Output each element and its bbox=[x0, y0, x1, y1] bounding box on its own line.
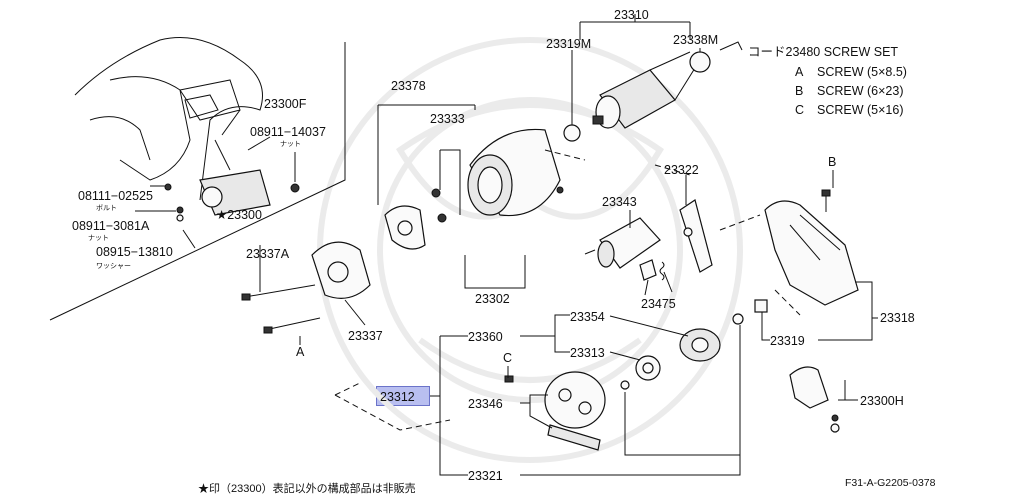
label-23354: 23354 bbox=[570, 310, 605, 324]
leader-lines bbox=[135, 14, 878, 476]
bushing-23319 bbox=[754, 299, 768, 313]
screw-set-desc-b: SCREW (6×23) bbox=[817, 84, 903, 98]
screw-set-key-a: A bbox=[795, 65, 804, 79]
label-23322: 23322 bbox=[664, 163, 699, 177]
label-23312: 23312 bbox=[380, 390, 415, 404]
label-23475: 23475 bbox=[641, 297, 676, 311]
label-23319M: 23319M bbox=[546, 37, 591, 51]
label-08911-14037: 08911−14037 bbox=[250, 125, 326, 139]
end-frame-23337 bbox=[241, 241, 371, 334]
sublabel-bolt: ボルト bbox=[96, 204, 117, 212]
part-labels: 23310 23319M 23338M 23378 23333 23300F 0… bbox=[72, 8, 915, 483]
callout-c: C bbox=[503, 351, 512, 365]
plate-23378 bbox=[384, 188, 447, 250]
cover-23300H bbox=[789, 366, 840, 433]
washer-23338M bbox=[689, 51, 711, 73]
footnote: ★印（23300）表記以外の構成部品は非販売 bbox=[198, 481, 416, 495]
lever-23322 bbox=[679, 199, 713, 273]
label-23319: 23319 bbox=[770, 334, 805, 348]
label-23318: 23318 bbox=[880, 311, 915, 325]
screw-set-desc-c: SCREW (5×16) bbox=[817, 103, 903, 117]
label-23313: 23313 bbox=[570, 346, 605, 360]
label-08915-13810: 08915−13810 bbox=[96, 245, 173, 259]
label-23343: 23343 bbox=[602, 195, 637, 209]
sublabel-washer: ワッシャー bbox=[96, 262, 131, 270]
label-23300H: 23300H bbox=[860, 394, 904, 408]
label-23310: 23310 bbox=[614, 8, 649, 22]
inset-border bbox=[49, 42, 346, 321]
callout-b: B bbox=[828, 155, 836, 169]
spring-23475 bbox=[639, 259, 665, 281]
washer-23319M bbox=[563, 124, 581, 142]
label-23300F: 23300F bbox=[264, 97, 307, 111]
screw-set-legend: コード23480 SCREW SET A SCREW (5×8.5) B SCR… bbox=[748, 45, 907, 117]
label-23378: 23378 bbox=[391, 79, 426, 93]
callout-a: A bbox=[296, 345, 305, 359]
label-23302: 23302 bbox=[475, 292, 510, 306]
screw-set-key-c: C bbox=[795, 103, 804, 117]
label-23337A: 23337A bbox=[246, 247, 290, 261]
label-23300: ★23300 bbox=[216, 208, 262, 222]
armature-23310 bbox=[592, 51, 701, 129]
sublabel-nut-2: ナット bbox=[88, 234, 109, 242]
label-23338M: 23338M bbox=[673, 33, 718, 47]
label-23333: 23333 bbox=[430, 112, 465, 126]
solenoid-23343 bbox=[584, 217, 661, 269]
label-08111-02525: 08111−02525 bbox=[78, 189, 153, 203]
screw-set-title: コード23480 SCREW SET bbox=[748, 45, 898, 59]
figure-code: F31-A-G2205-0378 bbox=[845, 477, 936, 489]
label-23321: 23321 bbox=[468, 469, 503, 483]
label-23360: 23360 bbox=[468, 330, 503, 344]
clutch-23354 bbox=[679, 313, 744, 362]
yoke-23302 bbox=[467, 128, 564, 217]
label-23346: 23346 bbox=[468, 397, 503, 411]
gear-23313 bbox=[635, 355, 661, 381]
sublabel-nut-1: ナット bbox=[280, 140, 301, 148]
label-08911-3081A: 08911−3081A bbox=[72, 219, 150, 233]
screw-set-desc-a: SCREW (5×8.5) bbox=[817, 65, 907, 79]
housing-23318 bbox=[764, 189, 859, 306]
screw-set-key-b: B bbox=[795, 84, 803, 98]
label-23337: 23337 bbox=[348, 329, 383, 343]
cover-23346 bbox=[504, 371, 630, 451]
